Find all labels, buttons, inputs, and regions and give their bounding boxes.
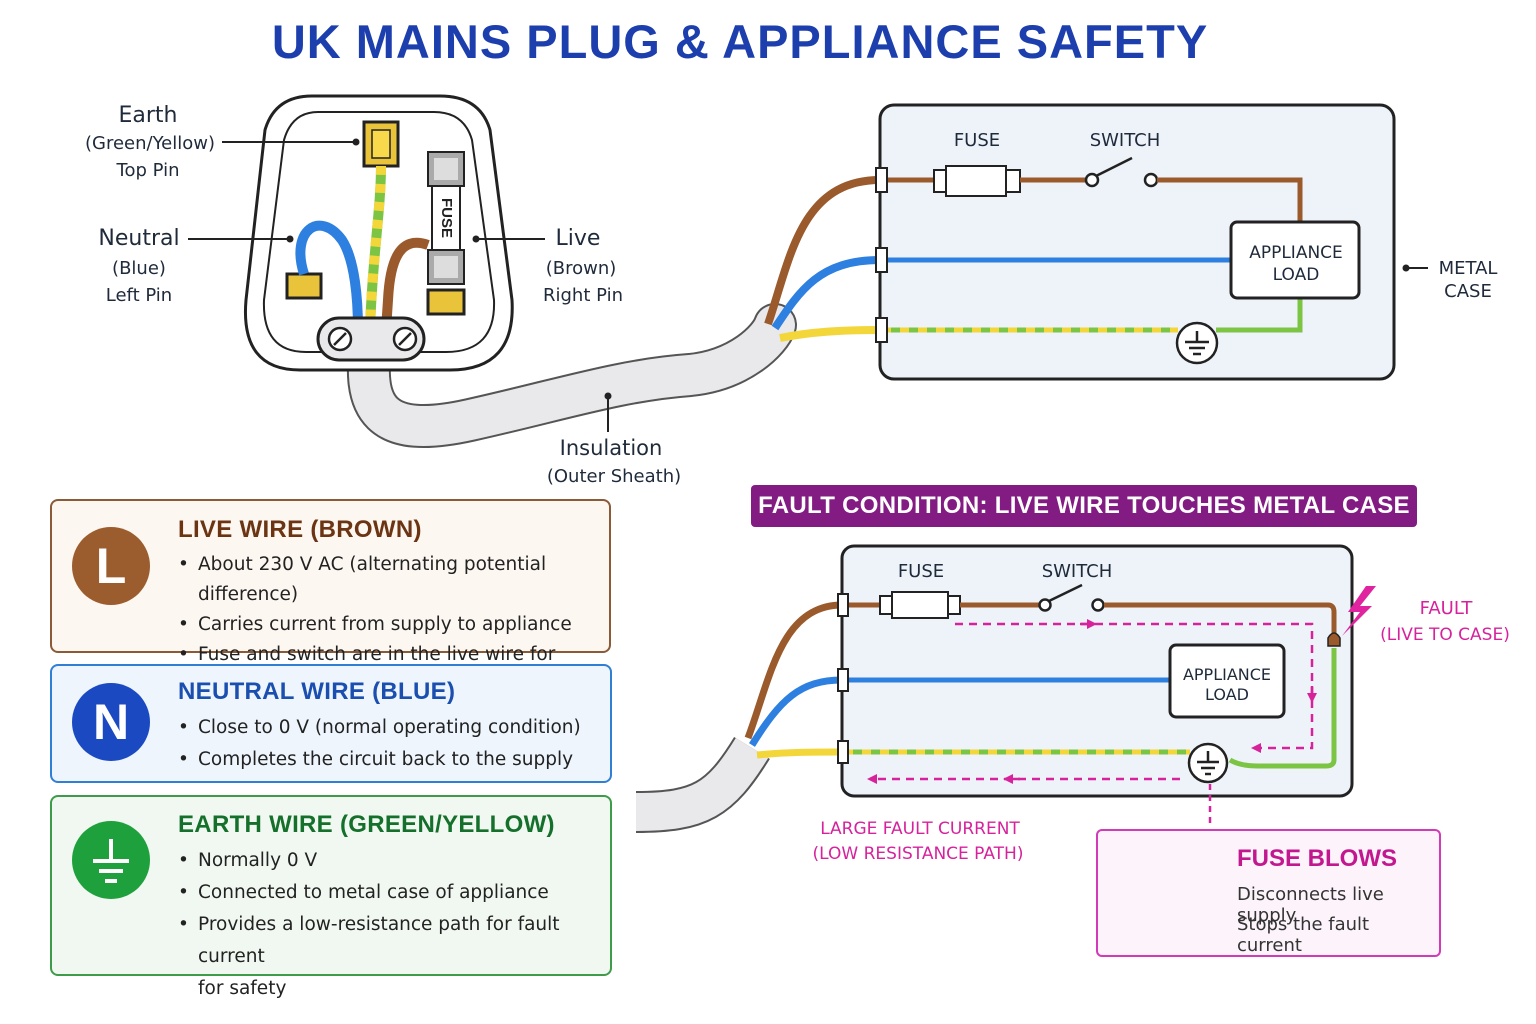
fuse-blows-title: FUSE BLOWS [1237,845,1397,872]
fault-label-2: (LIVE TO CASE) [1380,625,1510,645]
appliance-fault [635,544,1376,833]
metal-case-label-2: CASE [1444,281,1492,302]
list-item: Completes the circuit back to the supply [178,744,581,776]
appliance-load [1229,220,1361,300]
list-item: Provides a low-resistance path for fault… [178,909,610,973]
earth-label-colour: (Green/Yellow) [85,133,215,154]
live-badge: L [72,527,150,605]
live-label-name: Live [556,226,601,251]
list-item-continuation: for safety [198,978,287,999]
page-title: UK MAINS PLUG & APPLIANCE SAFETY [271,15,1209,68]
appliance-fuse-label: FUSE [954,130,1000,151]
earth-symbol-icon [1175,321,1219,365]
earth-label-name: Earth [119,103,178,128]
earth-wire-card: EARTH WIRE (GREEN/YELLOW) Normally 0 V C… [50,795,612,999]
neutral-card-bullets: Close to 0 V (normal operating condition… [178,712,581,776]
earth-badge-icon [72,821,150,899]
earth-card-bullets: Normally 0 V Connected to metal case of … [178,845,610,1005]
neutral-label-pin: Left Pin [106,285,172,306]
fault-load-label-2: LOAD [1205,685,1249,704]
earth-label-pin: Top Pin [116,160,180,181]
neutral-card-title: NEUTRAL WIRE (BLUE) [178,678,456,705]
live-label-pin: Right Pin [543,285,623,306]
neutral-label-name: Neutral [98,226,179,251]
appliance-normal [764,103,1428,381]
fault-load-label-1: APPLIANCE [1183,665,1271,684]
appliance-switch [1095,156,1133,178]
list-item: Normally 0 V [178,845,610,877]
insulation-label-name: Insulation [560,436,663,460]
appliance-load-label-2: LOAD [1273,265,1320,285]
fuse-blows-line-1: Disconnects live supply [1237,884,1384,926]
live-card-title: LIVE WIRE (BROWN) [178,516,422,543]
neutral-label-colour: (Blue) [112,258,166,279]
list-item: Carries current from supply to appliance [178,610,609,640]
fault-switch-label: SWITCH [1042,561,1113,582]
neutral-pin [285,272,323,300]
fault-label-1: FAULT [1420,598,1474,619]
plug-fuse-text: FUSE [438,198,455,238]
appliance-switch-label: SWITCH [1090,130,1161,151]
neutral-wire-card: N NEUTRAL WIRE (BLUE) Close to 0 V (norm… [50,664,612,783]
fault-lightning-icon [1342,586,1376,636]
live-label-colour: (Brown) [546,258,617,279]
earth-card-title: EARTH WIRE (GREEN/YELLOW) [178,811,555,838]
fault-earth-symbol-icon [1187,742,1229,784]
live-wire-card: L LIVE WIRE (BROWN) About 230 V AC (alte… [50,499,611,695]
appliance-load-label-1: APPLIANCE [1249,243,1343,263]
fuse-blows-line-2: Stops the fault current [1237,914,1370,956]
list-item: Close to 0 V (normal operating condition… [178,712,581,744]
list-item: About 230 V AC (alternating potential di… [178,550,609,610]
list-item: Connected to metal case of appliance [178,877,610,909]
plug-fuse [427,151,465,285]
live-pin [426,288,466,316]
metal-case-label-1: METAL [1439,258,1498,279]
fault-current-label-1: LARGE FAULT CURRENT [820,819,1020,839]
fault-current-label-2: (LOW RESISTANCE PATH) [813,844,1024,864]
plug: FUSE [243,94,797,449]
fault-current-path [955,622,1314,698]
insulation-label-detail: (Outer Sheath) [547,466,681,487]
fault-fuse-label: FUSE [898,561,944,582]
live-card-bullets: About 230 V AC (alternating potential di… [178,550,609,700]
neutral-badge: N [72,683,150,761]
fuse-blows-box: FUSE BLOWS Disconnects live supply Stops… [1096,829,1441,957]
fault-banner: FAULT CONDITION: LIVE WIRE TOUCHES METAL… [751,485,1417,527]
earth-symbol-icon [93,839,129,883]
